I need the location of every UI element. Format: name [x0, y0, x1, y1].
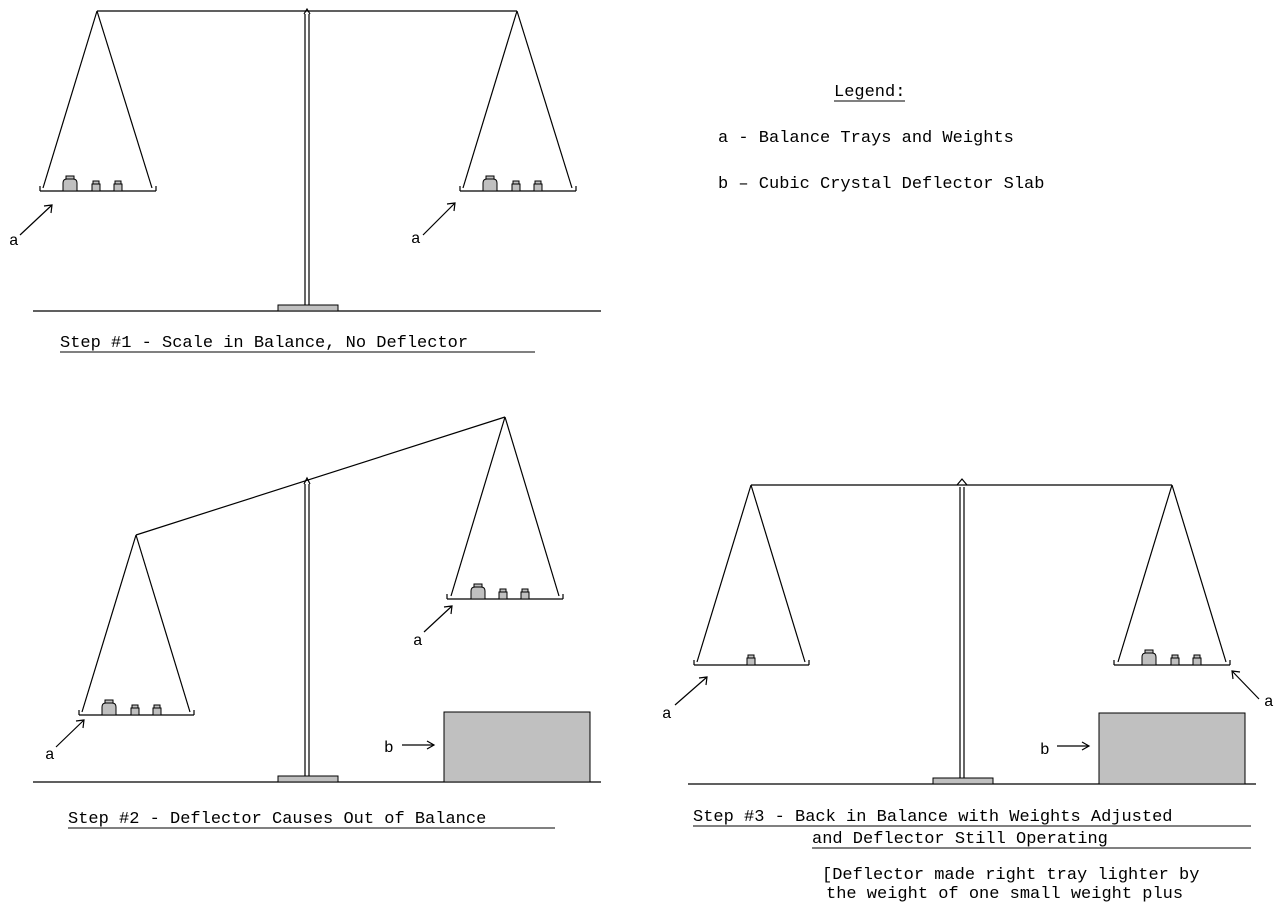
small-weight	[533, 183, 543, 192]
step1-stand-base	[277, 304, 339, 312]
step2-scale: a a b Step #2 - Deflector	[33, 416, 601, 829]
step1-caption: Step #1 - Scale in Balance, No Deflector	[60, 334, 468, 353]
step2-right-tray	[446, 416, 564, 600]
legend-item-a: a - Balance Trays and Weights	[718, 129, 1014, 148]
step1-left-tray	[39, 10, 157, 192]
small-weight	[746, 657, 756, 666]
step3-stand-base	[932, 777, 994, 785]
small-weight	[511, 183, 521, 192]
small-weight	[520, 591, 530, 600]
step2-deflector-slab	[443, 711, 591, 783]
tray-label-a: a	[45, 746, 55, 764]
large-weight	[470, 586, 486, 600]
tray-label-a: a	[662, 705, 672, 723]
step2-left-tray	[78, 534, 195, 716]
step2-caption: Step #2 - Deflector Causes Out of Balanc…	[68, 810, 486, 829]
tray-label-a: a	[1264, 693, 1274, 711]
step1-scale: a a Step #1 - Scale in Balance, No Defle…	[9, 7, 601, 353]
step2-beam	[135, 416, 506, 536]
step2-right-tray-label: a	[413, 605, 453, 650]
legend-item-b: b – Cubic Crystal Deflector Slab	[718, 175, 1044, 194]
step3-right-tray	[1113, 484, 1231, 666]
step1-right-tray-label: a	[411, 202, 456, 248]
step3-caption-line1: Step #3 - Back in Balance with Weights A…	[693, 808, 1172, 827]
large-weight	[101, 702, 117, 716]
step2-left-tray-label: a	[45, 719, 85, 764]
step2-stand-base	[277, 775, 339, 783]
step1-right-tray	[459, 10, 577, 192]
small-weight	[152, 707, 162, 716]
step3-note-line2: the weight of one small weight plus	[826, 885, 1183, 904]
tray-label-a: a	[413, 632, 423, 650]
tray-label-a: a	[411, 230, 421, 248]
small-weight	[498, 591, 508, 600]
step3-left-tray	[693, 484, 810, 666]
large-weight	[62, 178, 78, 192]
step2-slab-label: b	[384, 739, 436, 757]
small-weight	[1170, 657, 1180, 666]
step3-caption-line2: and Deflector Still Operating	[812, 830, 1108, 849]
step3-slab-label: b	[1040, 741, 1091, 759]
step3-pivot	[956, 478, 968, 486]
step1-pivot	[303, 7, 311, 15]
slab-label-b: b	[1040, 741, 1050, 759]
step3-note-line1: [Deflector made right tray lighter by	[822, 866, 1199, 885]
step3-scale: a a b Step #3 - Back in Ba	[662, 478, 1274, 904]
small-weight	[1192, 657, 1202, 666]
step3-left-tray-label: a	[662, 676, 708, 723]
small-weight	[91, 183, 101, 192]
step3-deflector-slab	[1098, 712, 1246, 785]
legend: Legend: a - Balance Trays and Weights b …	[718, 83, 1044, 194]
large-weight	[482, 178, 498, 192]
tray-label-a: a	[9, 232, 19, 250]
step3-right-tray-label: a	[1231, 670, 1274, 711]
step1-left-tray-label: a	[9, 204, 53, 250]
step2-pivot	[303, 476, 311, 485]
small-weight	[130, 707, 140, 716]
legend-title: Legend:	[834, 83, 905, 102]
slab-label-b: b	[384, 739, 394, 757]
small-weight	[113, 183, 123, 192]
large-weight	[1141, 652, 1157, 666]
